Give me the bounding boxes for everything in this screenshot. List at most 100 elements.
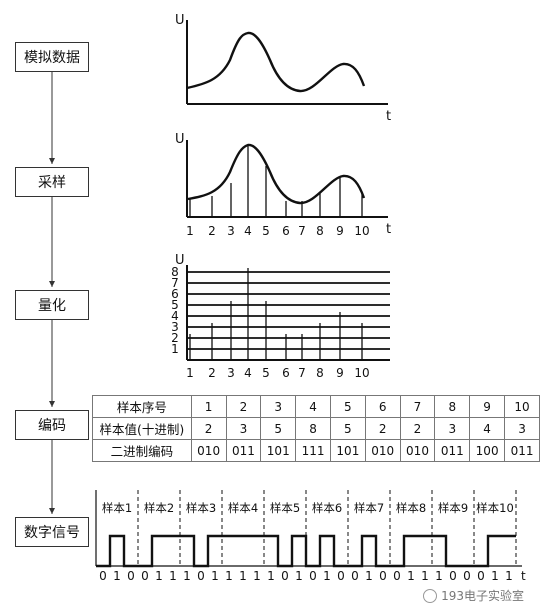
digital-bit-label: 1 [491, 569, 499, 583]
digital-bit-label: 1 [421, 569, 429, 583]
analog-curve [186, 31, 366, 93]
digital-waveform [96, 534, 516, 568]
sampling-tick-label: 4 [244, 224, 252, 238]
digital-bit-label: 1 [225, 569, 233, 583]
analog-u-label: U [175, 13, 185, 28]
quantization-tick-label: 2 [208, 366, 216, 380]
sampling-tick-label: 8 [316, 224, 324, 238]
digital-bit-label: 1 [435, 569, 443, 583]
quantization-u-label: U [175, 253, 185, 268]
stage-sampling-box: 采样 [15, 167, 89, 197]
table-cell: 10 [504, 395, 540, 418]
digital-bit-label: 1 [155, 569, 163, 583]
digital-sample-label: 样本10 [476, 501, 514, 515]
digital-bit-label: 0 [477, 569, 485, 583]
stage-digital-box: 数字信号 [15, 517, 89, 547]
table-cell: 2 [190, 417, 227, 440]
digital-bit-label: 1 [407, 569, 415, 583]
digital-bit-label: 1 [183, 569, 191, 583]
digital-sample-label: 样本2 [144, 501, 174, 515]
table-row: 二进制编码 010 011 101 111 101 010 010 011 10… [92, 439, 540, 462]
table-cell: 010 [364, 439, 401, 462]
digital-bit-label: 0 [351, 569, 359, 583]
sampling-tick-label: 6 [282, 224, 290, 238]
table-cell: 5 [329, 417, 366, 440]
table-cell: 2 [399, 417, 436, 440]
digital-bit-label: 1 [323, 569, 331, 583]
stage-analog-box: 模拟数据 [15, 42, 89, 72]
table-cell: 2 [364, 417, 401, 440]
quantization-level-label: 2 [171, 331, 179, 345]
sampling-tick-label: 3 [227, 224, 235, 238]
quantization-tick-label: 10 [354, 366, 369, 380]
quantization-level-label: 5 [171, 298, 179, 312]
stage-encoding-label: 编码 [38, 418, 66, 434]
table-cell: 8 [295, 417, 331, 440]
digital-bit-label: 0 [141, 569, 149, 583]
row-header-sample-no: 样本序号 [92, 395, 192, 418]
quantization-level-label: 4 [171, 309, 179, 323]
table-cell: 4 [295, 395, 331, 418]
quantization-level-label: 8 [171, 265, 179, 279]
table-cell: 011 [434, 439, 471, 462]
table-cell: 100 [469, 439, 506, 462]
sampling-u-label: U [175, 132, 185, 147]
table-cell: 2 [225, 395, 262, 418]
sampling-tick-label: 10 [354, 224, 369, 238]
quantization-tick-label: 5 [262, 366, 270, 380]
quantization-level-label: 3 [171, 320, 179, 334]
digital-sample-label: 样本7 [354, 501, 384, 515]
digital-bit-label: 0 [309, 569, 317, 583]
table-cell: 4 [469, 417, 506, 440]
digital-bit-label: 1 [295, 569, 303, 583]
quantization-level-label: 1 [171, 342, 179, 356]
sampling-tick-label: 2 [208, 224, 216, 238]
quantization-tick-label: 1 [186, 366, 194, 380]
quantization-tick-label: 6 [282, 366, 290, 380]
table-cell: 9 [469, 395, 506, 418]
digital-sample-label: 样本4 [228, 501, 258, 515]
table-cell: 5 [260, 417, 297, 440]
digital-bit-label: 0 [281, 569, 289, 583]
analog-t-label: t [386, 109, 391, 124]
table-cell: 3 [225, 417, 262, 440]
digital-bit-label: 0 [379, 569, 387, 583]
row-header-binary: 二进制编码 [92, 439, 192, 462]
table-row: 样本值(十进制) 2 3 5 8 5 2 2 3 4 3 [92, 417, 540, 440]
quantization-tick-label: 8 [316, 366, 324, 380]
table-cell: 010 [399, 439, 436, 462]
table-cell: 111 [295, 439, 331, 462]
quantization-tick-label: 4 [244, 366, 252, 380]
watermark-text: 193电子实验室 [441, 589, 524, 603]
analog-panel: U t [175, 13, 391, 124]
digital-sample-label: 样本9 [438, 501, 468, 515]
digital-bit-label: 0 [449, 569, 457, 583]
digital-sample-label: 样本1 [102, 501, 132, 515]
table-cell: 101 [329, 439, 366, 462]
digital-bit-label: 1 [239, 569, 247, 583]
table-cell: 3 [260, 395, 297, 418]
digital-t-label: t [521, 569, 526, 583]
table-cell: 3 [504, 417, 540, 440]
sampling-tick-label: 9 [336, 224, 344, 238]
table-cell: 3 [434, 417, 471, 440]
encoding-table: 样本序号 1 2 3 4 5 6 7 8 9 10 样本值(十进制) 2 3 5… [92, 395, 540, 462]
digital-bit-label: 0 [463, 569, 471, 583]
quantization-level-label: 6 [171, 287, 179, 301]
stage-digital-label: 数字信号 [24, 525, 80, 541]
table-cell: 6 [364, 395, 401, 418]
table-row: 样本序号 1 2 3 4 5 6 7 8 9 10 [92, 395, 540, 418]
digital-sample-label: 样本5 [270, 501, 300, 515]
stage-encoding-box: 编码 [15, 410, 89, 440]
digital-bit-label: 0 [127, 569, 135, 583]
digital-bit-label: 1 [253, 569, 261, 583]
stage-quantization-label: 量化 [38, 298, 66, 314]
table-cell: 011 [225, 439, 262, 462]
digital-bit-label: 1 [505, 569, 513, 583]
table-cell: 5 [329, 395, 366, 418]
digital-bit-label: 0 [197, 569, 205, 583]
